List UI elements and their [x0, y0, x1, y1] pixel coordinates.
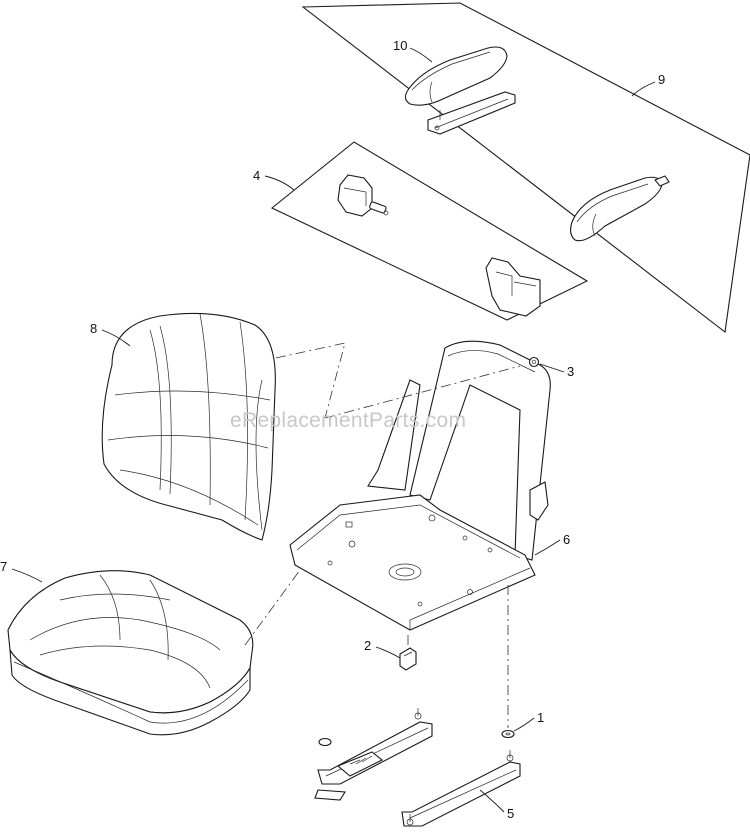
washer[interactable]	[501, 729, 515, 739]
seatbelt-buckle[interactable]	[337, 174, 389, 217]
callout-3: 3	[567, 364, 574, 379]
seatbelt-retractor[interactable]	[485, 257, 541, 317]
seat-slide-rails[interactable]	[314, 708, 521, 827]
washer-left[interactable]	[318, 737, 332, 747]
callout-8: 8	[90, 321, 97, 336]
callout-1: 1	[537, 710, 544, 725]
align-seat	[244, 569, 301, 646]
seat-switch[interactable]	[399, 647, 417, 671]
hex-bolt[interactable]	[528, 356, 540, 368]
callout-4: 4	[253, 168, 260, 183]
seat-pan[interactable]	[289, 340, 551, 631]
armrest-top[interactable]	[404, 46, 516, 135]
watermark: eReplacementParts.com	[230, 409, 466, 432]
armrest-right[interactable]	[569, 175, 670, 242]
callout-5: 5	[507, 806, 514, 821]
backrest-cushion[interactable]	[101, 312, 276, 541]
callout-10: 10	[393, 38, 407, 53]
align-backrest	[275, 342, 346, 419]
callout-7: 7	[0, 559, 7, 574]
align-bolt	[324, 365, 521, 419]
callout-9: 9	[658, 72, 665, 87]
seatbelt-kit-outline	[270, 141, 589, 321]
seat-cushion[interactable]	[7, 570, 254, 736]
callout-2: 2	[364, 638, 371, 653]
callout-6: 6	[563, 532, 570, 547]
